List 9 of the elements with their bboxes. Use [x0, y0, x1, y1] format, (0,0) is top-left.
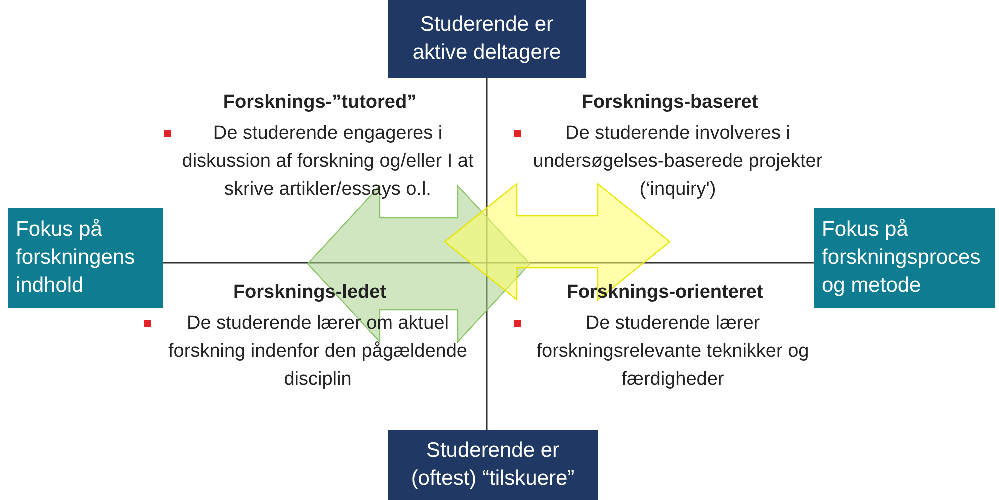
bullet-text: De studerende lærer forskningsrelevante teknikker og færdigheder	[536, 312, 810, 392]
axis-end-box: Fokus på forskningens indhold	[8, 208, 163, 308]
bullet-text: De studerende involveres i undersøgelses-baserede projekter (‘inquiry')	[532, 122, 824, 202]
quadrant-heading: Forsknings-baseret	[580, 92, 760, 114]
bullet-text: De studerende lærer om aktuel forskning indenfor den pågældende disciplin	[168, 312, 468, 392]
axis-end-box: Studerende er (oftest) “tilskuere”	[388, 430, 598, 500]
quadrant-heading: Forsknings-”tutored”	[222, 92, 418, 114]
axis-end-box: Studerende er aktive deltagere	[388, 0, 586, 78]
axis-end-box: Fokus på forskningsproces og metode	[814, 208, 995, 308]
